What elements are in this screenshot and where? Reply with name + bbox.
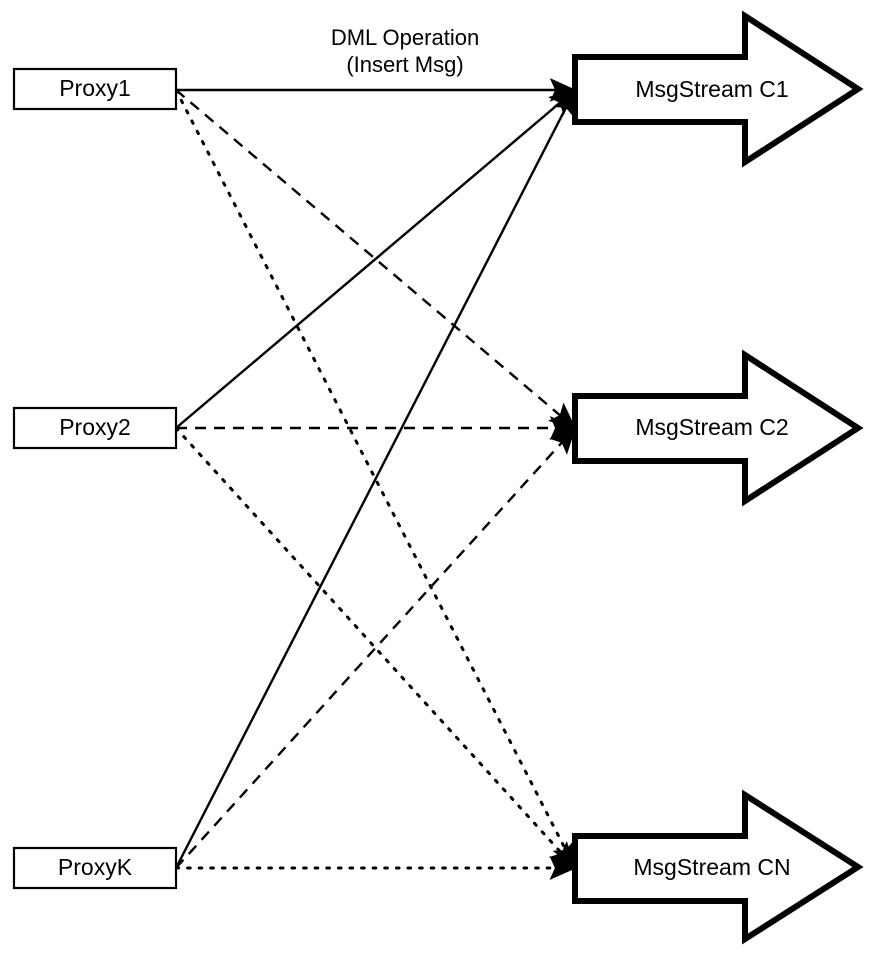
annotation-line-1: DML Operation <box>331 25 479 50</box>
msgstream-c2-arrow-shape[interactable] <box>572 349 864 507</box>
edge-group <box>174 78 577 880</box>
msgstream-c1-arrow-shape[interactable] <box>572 10 864 168</box>
proxy2-label: Proxy2 <box>59 414 131 440</box>
stream-node-c1[interactable]: MsgStream C1 <box>572 10 864 168</box>
proxyk-label: ProxyK <box>58 854 133 880</box>
edge-proxyk-to-stream-c2 <box>175 427 576 869</box>
msgstream-c2-label: MsgStream C2 <box>635 414 788 440</box>
proxy-node-proxyk[interactable]: ProxyK <box>12 846 178 890</box>
dml-operation-annotation: DML Operation (Insert Msg) <box>331 25 479 77</box>
proxyk-box[interactable] <box>12 846 178 890</box>
msgstream-cn-arrow-shape[interactable] <box>572 789 864 945</box>
proxy2-box[interactable] <box>12 406 178 450</box>
proxy-node-proxy1[interactable]: Proxy1 <box>12 67 178 111</box>
stream-node-c2[interactable]: MsgStream C2 <box>572 349 864 507</box>
proxy1-label: Proxy1 <box>59 75 131 101</box>
proxy-node-proxy2[interactable]: Proxy2 <box>12 406 178 450</box>
msgstream-cn-label: MsgStream CN <box>633 854 790 880</box>
msgstream-c1-label: MsgStream C1 <box>635 76 788 102</box>
stream-node-cn[interactable]: MsgStream CN <box>572 789 864 945</box>
edge-proxyk-to-stream-c1 <box>174 88 577 869</box>
annotation-line-2: (Insert Msg) <box>346 52 463 77</box>
edge-proxy2-to-stream-c1 <box>175 89 576 429</box>
proxy1-box[interactable] <box>12 67 178 111</box>
